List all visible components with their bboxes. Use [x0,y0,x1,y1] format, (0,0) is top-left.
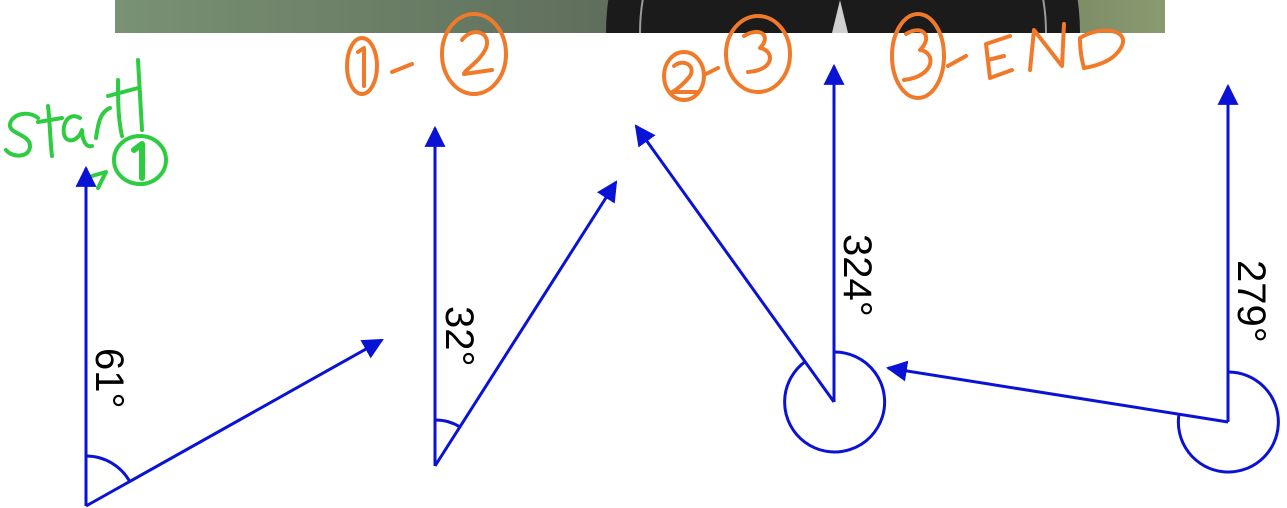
handwritten-start-label [4,58,168,190]
handwritten-leg-3-end [890,12,1126,100]
bearing-diagram-324: 324° [634,63,887,454]
bearing-diagram-279: 279° [885,83,1280,474]
bearing-arrow [85,338,384,508]
angle-arc [1176,370,1280,474]
angle-arc [783,350,887,454]
bearing-arrow [634,124,836,403]
angle-label: 61° [87,348,131,409]
angle-arc [434,418,461,429]
angle-label: 32° [437,306,481,367]
bearing-arrow [433,180,618,467]
handwritten-leg-1-2 [345,12,508,96]
compass-needle [832,0,848,33]
angle-arc [85,454,132,483]
bearing-arrow [885,360,1229,424]
bearing-diagram-61: 61° [75,165,384,508]
compass-photo-strip [115,0,1165,34]
handwritten-leg-2-3 [662,14,792,102]
bearing-diagram-32: 32° [424,125,618,467]
angle-label: 279° [1229,260,1273,343]
angle-label: 324° [835,234,879,317]
